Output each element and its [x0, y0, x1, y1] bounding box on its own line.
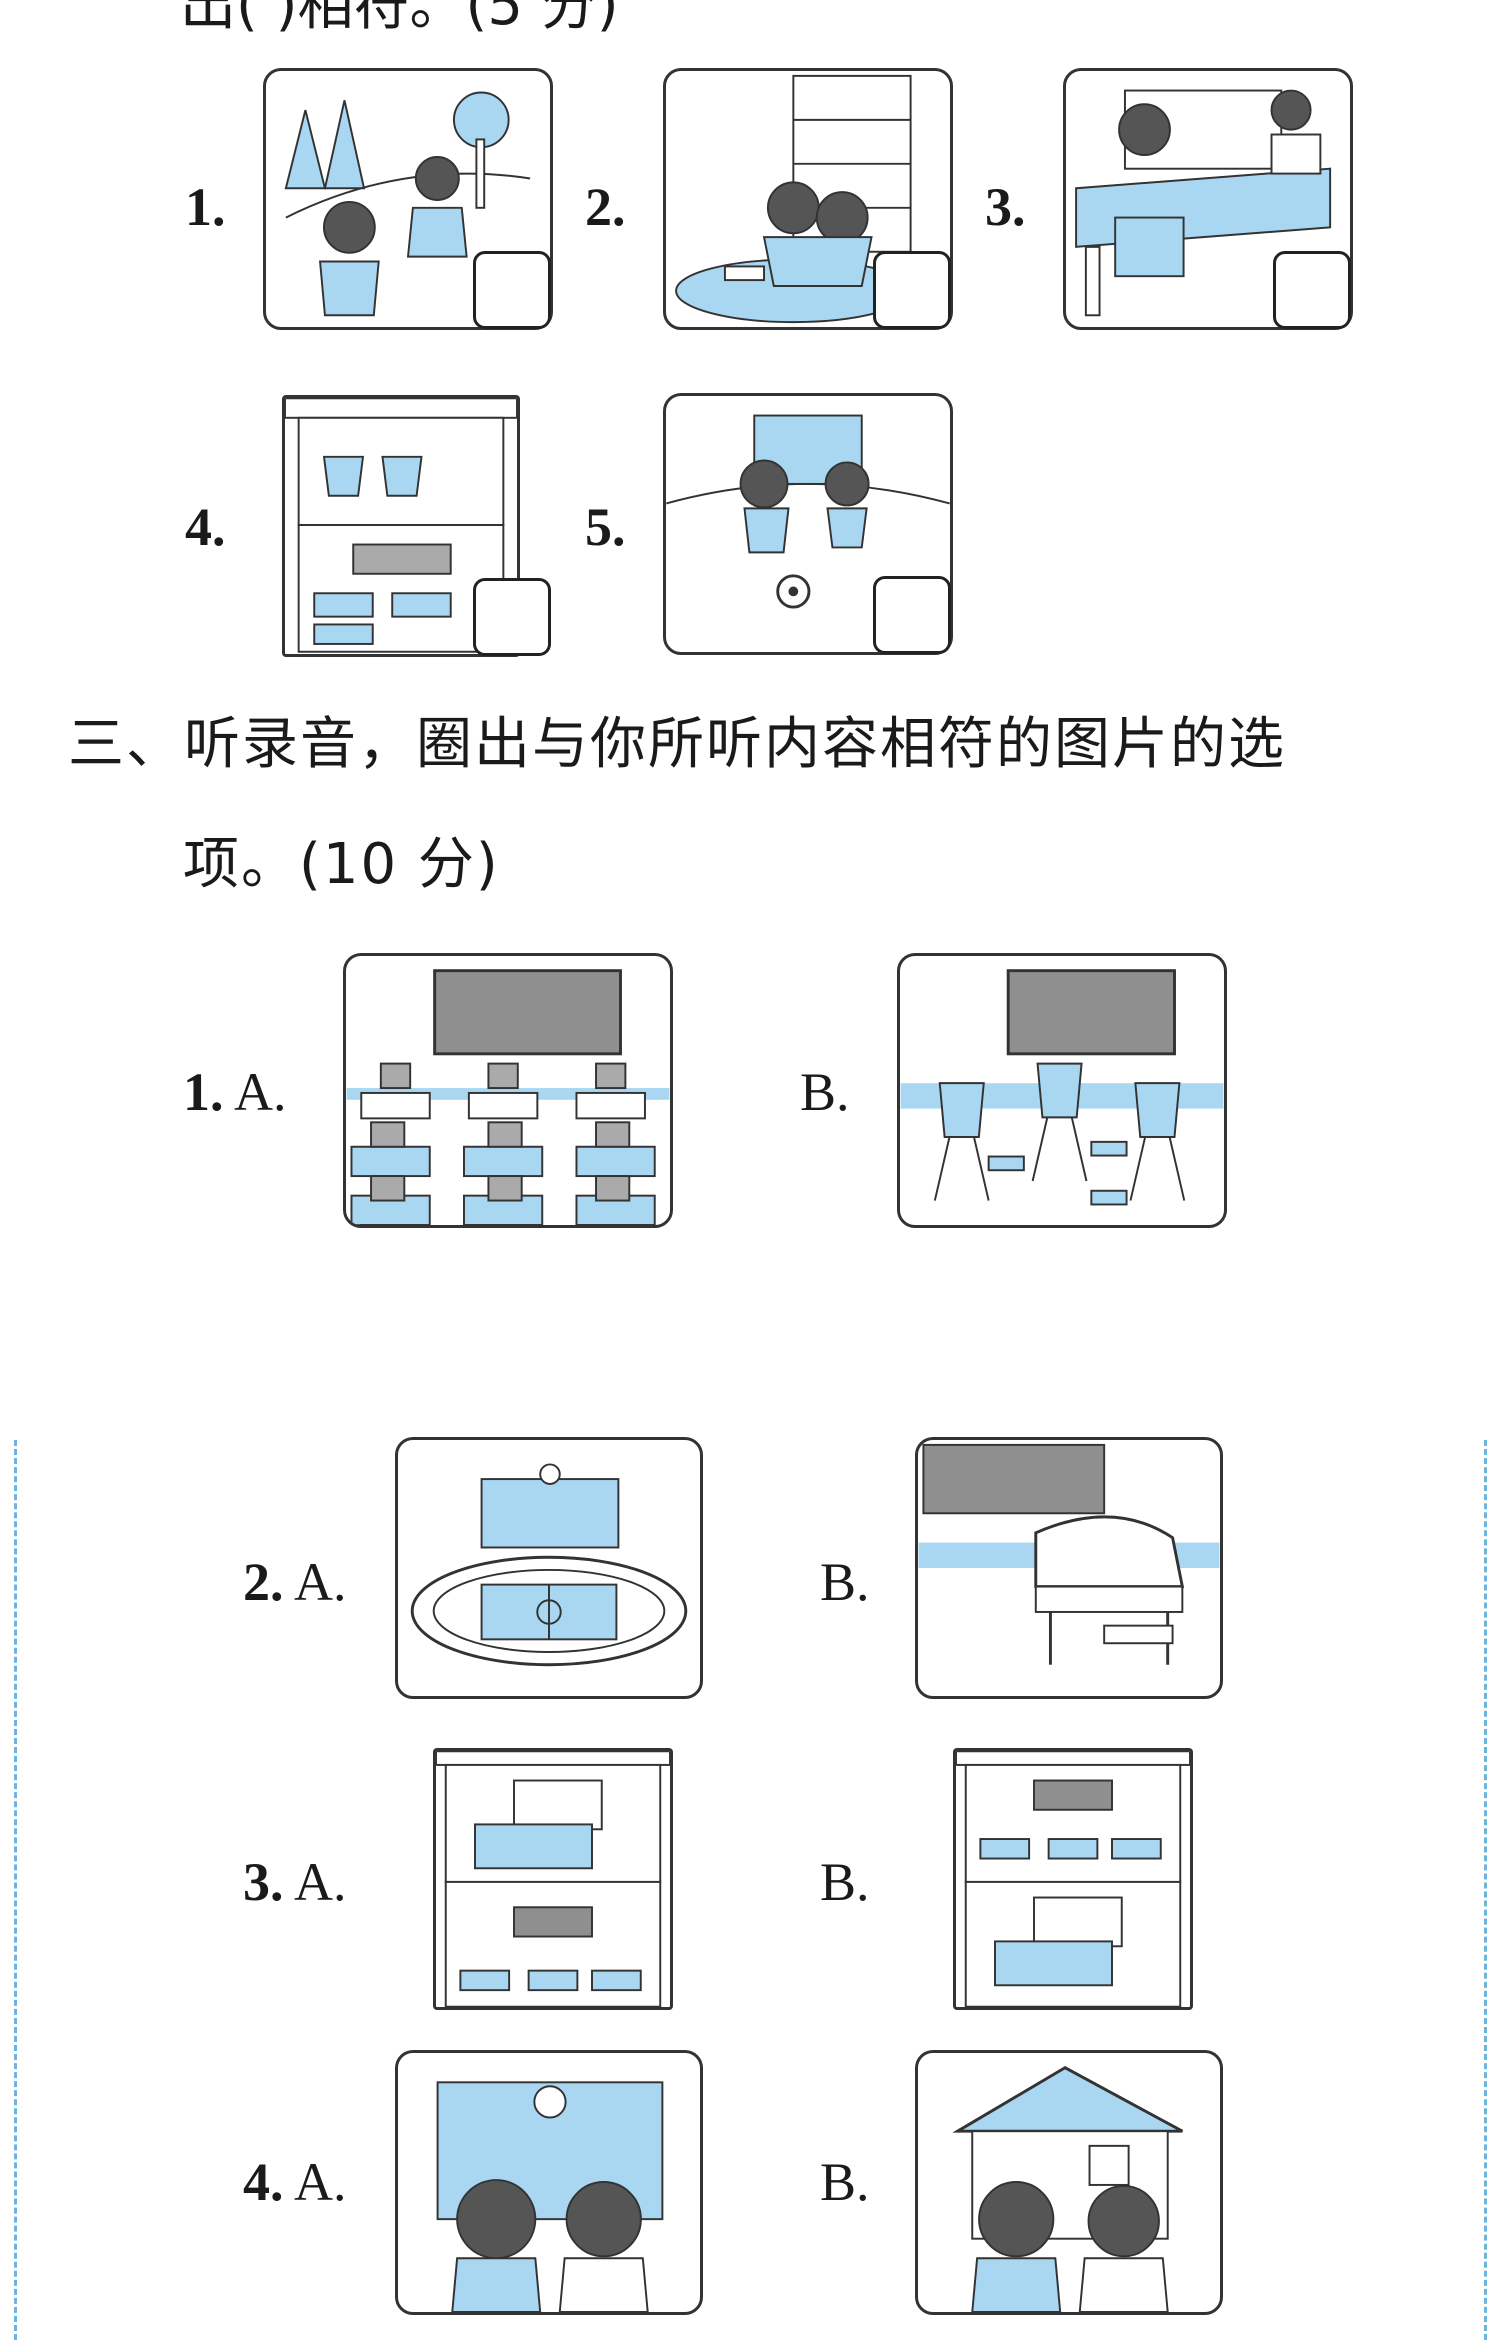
s2-item3-answer-box[interactable]	[1273, 251, 1351, 329]
q1-picture-b-art-room[interactable]	[897, 953, 1227, 1228]
q4-picture-b-home[interactable]	[915, 2050, 1223, 2315]
top-cut-instruction: 出( )相符。(5 分)	[180, 0, 619, 38]
q4-number: 4.	[243, 2152, 284, 2212]
q1-number: 1.	[183, 1062, 224, 1122]
q4-picture-a-school[interactable]	[395, 2050, 703, 2315]
s2-item5-answer-box[interactable]	[873, 576, 951, 654]
q2-option-a[interactable]: A.	[294, 1552, 347, 1612]
s2-item3-number: 3.	[985, 177, 1026, 237]
s2-item1-answer-box[interactable]	[473, 251, 551, 329]
q3-picture-a-library-upstairs[interactable]	[433, 1748, 673, 2010]
right-dashed-margin	[1484, 1440, 1487, 2340]
s2-item5-number: 5.	[585, 497, 626, 557]
q2-option-b[interactable]: B.	[820, 1552, 870, 1612]
q2-number: 2.	[243, 1552, 284, 1612]
q4-option-a[interactable]: A.	[294, 2152, 347, 2212]
s2-item1-picture	[263, 68, 553, 330]
q2-picture-b-music-room[interactable]	[915, 1437, 1223, 1699]
q3-label-a: 3. A.	[243, 1855, 347, 1909]
s2-item2-answer-box[interactable]	[873, 251, 951, 329]
q1-option-a[interactable]: A.	[234, 1062, 287, 1122]
s2-item4-answer-box[interactable]	[473, 578, 551, 656]
q4-label-a: 4. A.	[243, 2155, 347, 2209]
s2-item2-number: 2.	[585, 177, 626, 237]
section3-title-continued: 项。(10 分)	[183, 832, 500, 897]
left-dashed-margin	[14, 1440, 17, 2340]
q1-label-a: 1. A.	[183, 1065, 287, 1119]
s2-item4-number: 4.	[185, 497, 226, 557]
q4-option-b[interactable]: B.	[820, 2152, 870, 2212]
q3-option-a[interactable]: A.	[294, 1852, 347, 1912]
q1-option-b[interactable]: B.	[800, 1062, 850, 1122]
s2-item2-picture	[663, 68, 953, 330]
q1-picture-a-computer-room[interactable]	[343, 953, 673, 1228]
q2-label-a: 2. A.	[243, 1555, 347, 1609]
section3-title: 三、听录音，圈出与你所听内容相符的图片的选	[68, 712, 1286, 777]
s2-item1-number: 1.	[185, 177, 226, 237]
q3-picture-b-library-downstairs[interactable]	[953, 1748, 1193, 2010]
q3-option-b[interactable]: B.	[820, 1852, 870, 1912]
q3-number: 3.	[243, 1852, 284, 1912]
q2-picture-a-playground[interactable]	[395, 1437, 703, 1699]
